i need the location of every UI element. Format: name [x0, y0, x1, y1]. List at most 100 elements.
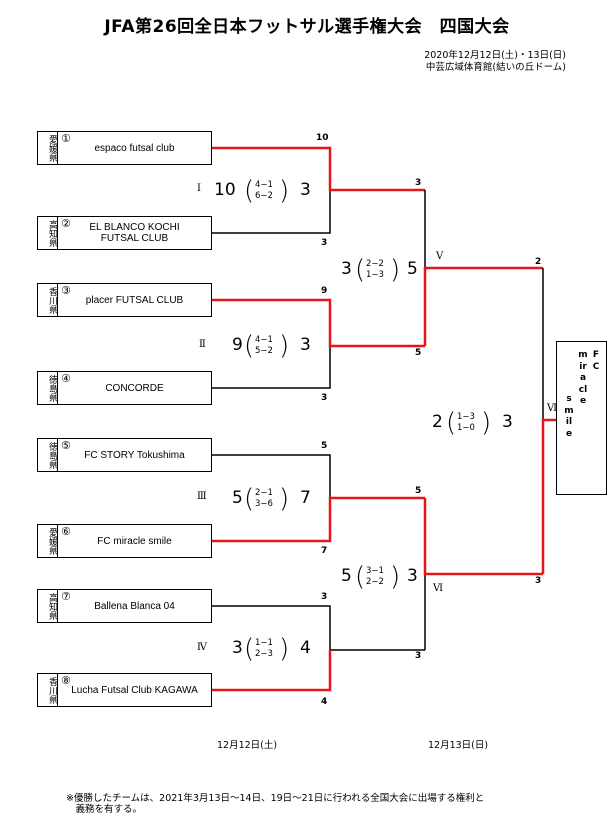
m1-score-bottom: 3: [321, 238, 328, 248]
m5-bracket-open: (: [355, 255, 366, 285]
line-m3-top: [212, 454, 331, 498]
line-m3-bottom: [212, 496, 425, 543]
day1-date: 12月12日(土): [217, 740, 278, 751]
line-m5-bottom: [423, 266, 543, 346]
m4-score-bottom: 4: [321, 697, 328, 707]
m1-pk-bottom: 6−2: [255, 191, 273, 201]
line-m1-bottom: [212, 190, 331, 234]
m2-score-bottom: 3: [321, 393, 328, 403]
m7-score-bottom: 3: [535, 576, 542, 586]
team-2: 高知県 ② EL BLANCO KOCHI FUTSAL CLUB: [37, 216, 212, 250]
m5-left-score: 3: [341, 259, 352, 279]
team-6-seed: ⑥: [61, 525, 71, 538]
m3-left-score: 5: [232, 488, 243, 508]
line-m2-top: [212, 298, 425, 348]
team-3-name: placer FUTSAL CLUB: [85, 294, 184, 306]
team-4-seed: ④: [61, 372, 71, 385]
m6-bracket-open: (: [355, 562, 366, 592]
m1-score-top: 10: [316, 133, 329, 143]
m3-pk-top: 2−1: [255, 488, 273, 498]
team-6-prefecture: 愛媛県: [38, 525, 58, 557]
team-4-name: CONCORDE: [105, 382, 164, 394]
champion-line-3: smile: [564, 394, 574, 439]
line-m1-top: [212, 146, 425, 192]
m2-pk-bottom: 5−2: [255, 346, 273, 356]
event-date: 2020年12月12日(土)・13日(日): [424, 50, 566, 61]
m6-score-bottom: 3: [415, 651, 422, 661]
m4-bracket-close: ): [279, 634, 290, 664]
team-5-name: FC STORY Tokushima: [84, 449, 185, 461]
m2-score-top: 9: [321, 286, 328, 296]
team-8-name: Lucha Futsal Club KAGAWA: [71, 684, 198, 696]
m3-label: Ⅲ: [197, 491, 207, 502]
m5-right-score: 5: [407, 259, 418, 279]
m3-right-score: 7: [300, 488, 311, 508]
page-title: JFA第26回全日本フットサル選手権大会 四国大会: [104, 17, 510, 37]
line-m4-bottom: [212, 650, 332, 692]
team-7-prefecture: 高知県: [38, 590, 58, 622]
team-3-seed: ③: [61, 284, 71, 297]
footnote: ※優勝したチームは、2021年3月13日～14日、19日～21日に行われる全国大…: [66, 793, 485, 815]
team-2-prefecture: 高知県: [38, 217, 58, 249]
m6-label: Ⅵ: [433, 583, 444, 594]
team-2-name: EL BLANCO KOCHI FUTSAL CLUB: [89, 222, 180, 244]
m3-bracket-close: ): [279, 484, 290, 514]
team-4: 徳島県 ④ CONCORDE: [37, 371, 212, 405]
m5-score-top: 3: [415, 178, 422, 188]
m2-bracket-open: (: [244, 331, 255, 361]
m6-score-top: 5: [415, 486, 422, 496]
m6-right-score: 3: [407, 566, 418, 586]
m5-score-bottom: 5: [415, 348, 422, 358]
m5-pk-top: 2−2: [366, 259, 384, 269]
team-5: 徳島県 ⑤ FC STORY Tokushima: [37, 438, 212, 472]
m3-bracket-open: (: [244, 484, 255, 514]
team-6-name: FC miracle smile: [97, 535, 172, 547]
champion-box: FC miracle smile: [556, 341, 607, 495]
m4-score-top: 3: [321, 592, 328, 602]
line-m4-top: [212, 605, 425, 651]
champion-line-2: miracle: [578, 350, 588, 406]
team-2-seed: ②: [61, 217, 71, 230]
m1-bracket-open: (: [244, 176, 255, 206]
m3-score-top: 5: [321, 441, 328, 451]
m7-left-score: 2: [432, 412, 443, 432]
m1-left-score: 10: [214, 180, 236, 200]
m1-right-score: 3: [300, 180, 311, 200]
m7-score-top: 2: [535, 257, 542, 267]
event-venue: 中芸広域体育館(結いの丘ドーム): [425, 62, 566, 73]
team-8-prefecture: 香川県: [38, 674, 58, 706]
m5-bracket-close: ): [390, 255, 401, 285]
team-7-name: Ballena Blanca 04: [94, 600, 175, 612]
m6-pk-bottom: 2−2: [366, 577, 384, 587]
m4-pk-bottom: 2−3: [255, 649, 273, 659]
m7-pk-bottom: 1−0: [457, 423, 475, 433]
m1-pk-top: 4−1: [255, 180, 273, 190]
day2-date: 12月13日(日): [428, 740, 489, 751]
m4-pk-top: 1−1: [255, 638, 273, 648]
m2-right-score: 3: [300, 335, 311, 355]
champion-line-1: FC: [592, 350, 600, 372]
team-1-seed: ①: [61, 132, 71, 145]
m4-right-score: 4: [300, 638, 311, 658]
team-6: 愛媛県 ⑥ FC miracle smile: [37, 524, 212, 558]
m2-label: Ⅱ: [199, 339, 206, 350]
m4-label: Ⅳ: [197, 642, 207, 653]
m6-pk-top: 3−1: [366, 566, 384, 576]
line-m6-top: [423, 498, 543, 576]
team-7: 高知県 ⑦ Ballena Blanca 04: [37, 589, 212, 623]
team-5-prefecture: 徳島県: [38, 439, 58, 471]
m1-bracket-close: ): [279, 176, 290, 206]
line-m2-bottom: [212, 346, 331, 389]
m3-pk-bottom: 3−6: [255, 499, 273, 509]
m3-score-bottom: 7: [321, 546, 328, 556]
team-3-prefecture: 香川県: [38, 284, 58, 316]
m5-pk-bottom: 1−3: [366, 270, 384, 280]
team-1-prefecture: 愛媛県: [38, 132, 58, 164]
